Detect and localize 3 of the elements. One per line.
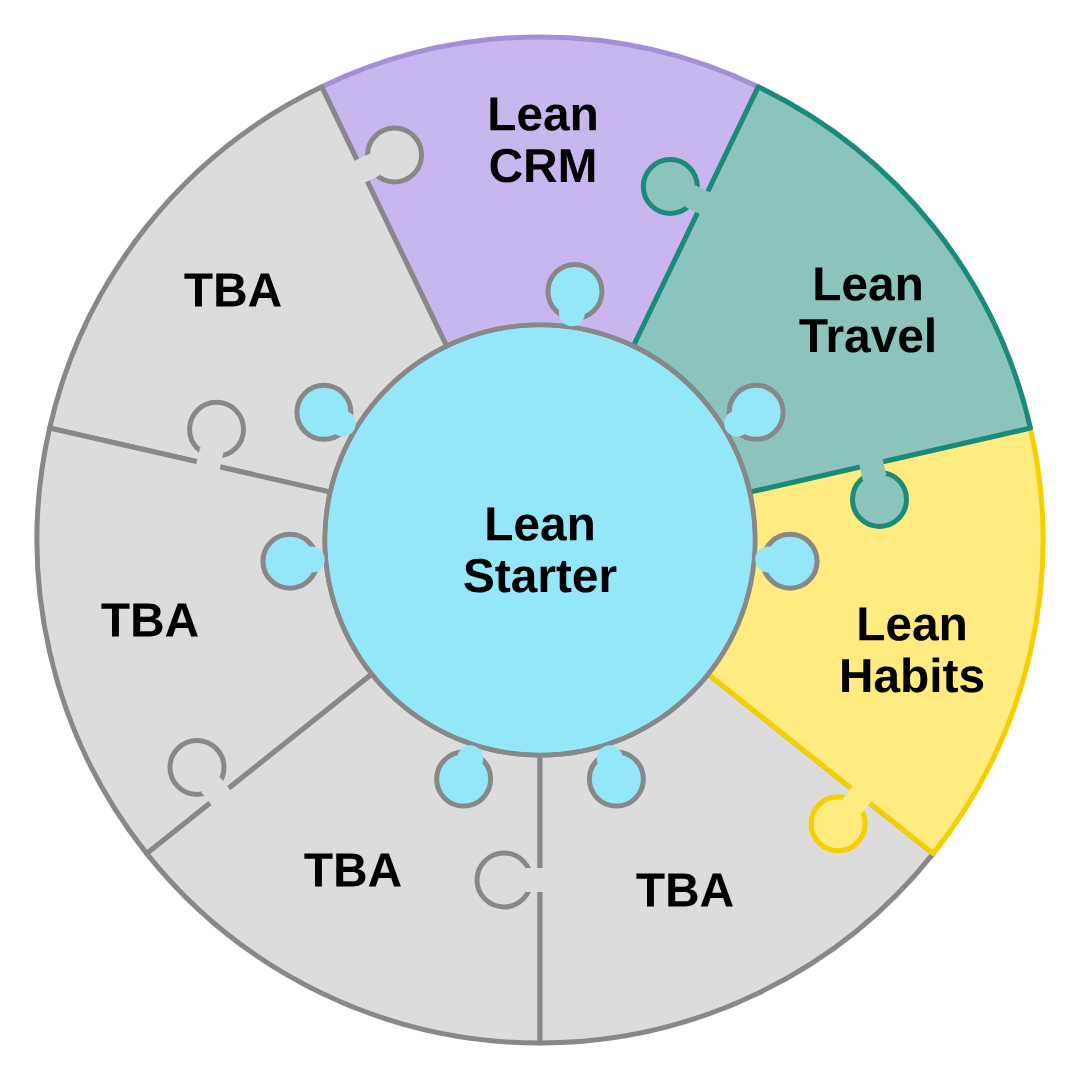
puzzle-piece: TBA — [144, 671, 543, 1046]
puzzle-piece: Lean Travel — [630, 84, 1033, 529]
puzzle-piece: TBA — [47, 84, 450, 495]
